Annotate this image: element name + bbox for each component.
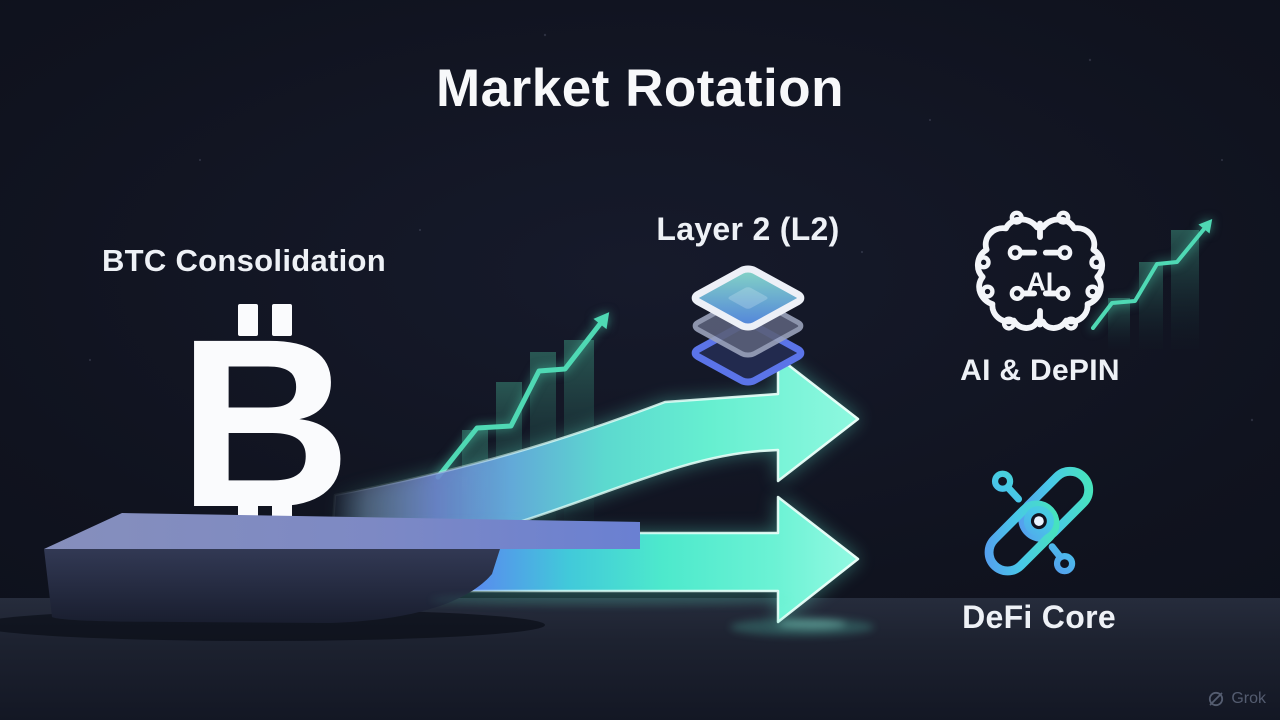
ai-icon-label: AI [1027, 267, 1053, 297]
bitcoin-glyph: B [178, 289, 351, 557]
grok-logo-icon [1209, 691, 1224, 707]
grok-watermark-text: Grok [1231, 690, 1266, 707]
layer-stack-icon [662, 258, 834, 400]
floor-glow [430, 594, 874, 636]
defi-link-icon [984, 466, 1094, 576]
grok-watermark: Grok [1207, 690, 1266, 708]
momentum-chart-small [1091, 218, 1213, 349]
bitcoin-icon: B [178, 289, 351, 557]
layer2-label: Layer 2 (L2) [656, 211, 840, 247]
page-title: Market Rotation [436, 59, 844, 118]
defi-core-label: DeFi Core [962, 599, 1116, 635]
ai-depin-label: AI & DePIN [960, 354, 1120, 387]
btc-consolidation-label: BTC Consolidation [101, 243, 387, 278]
defi-center-node [1034, 516, 1044, 526]
ai-brain-icon: AI [975, 206, 1108, 342]
platform [44, 513, 640, 623]
